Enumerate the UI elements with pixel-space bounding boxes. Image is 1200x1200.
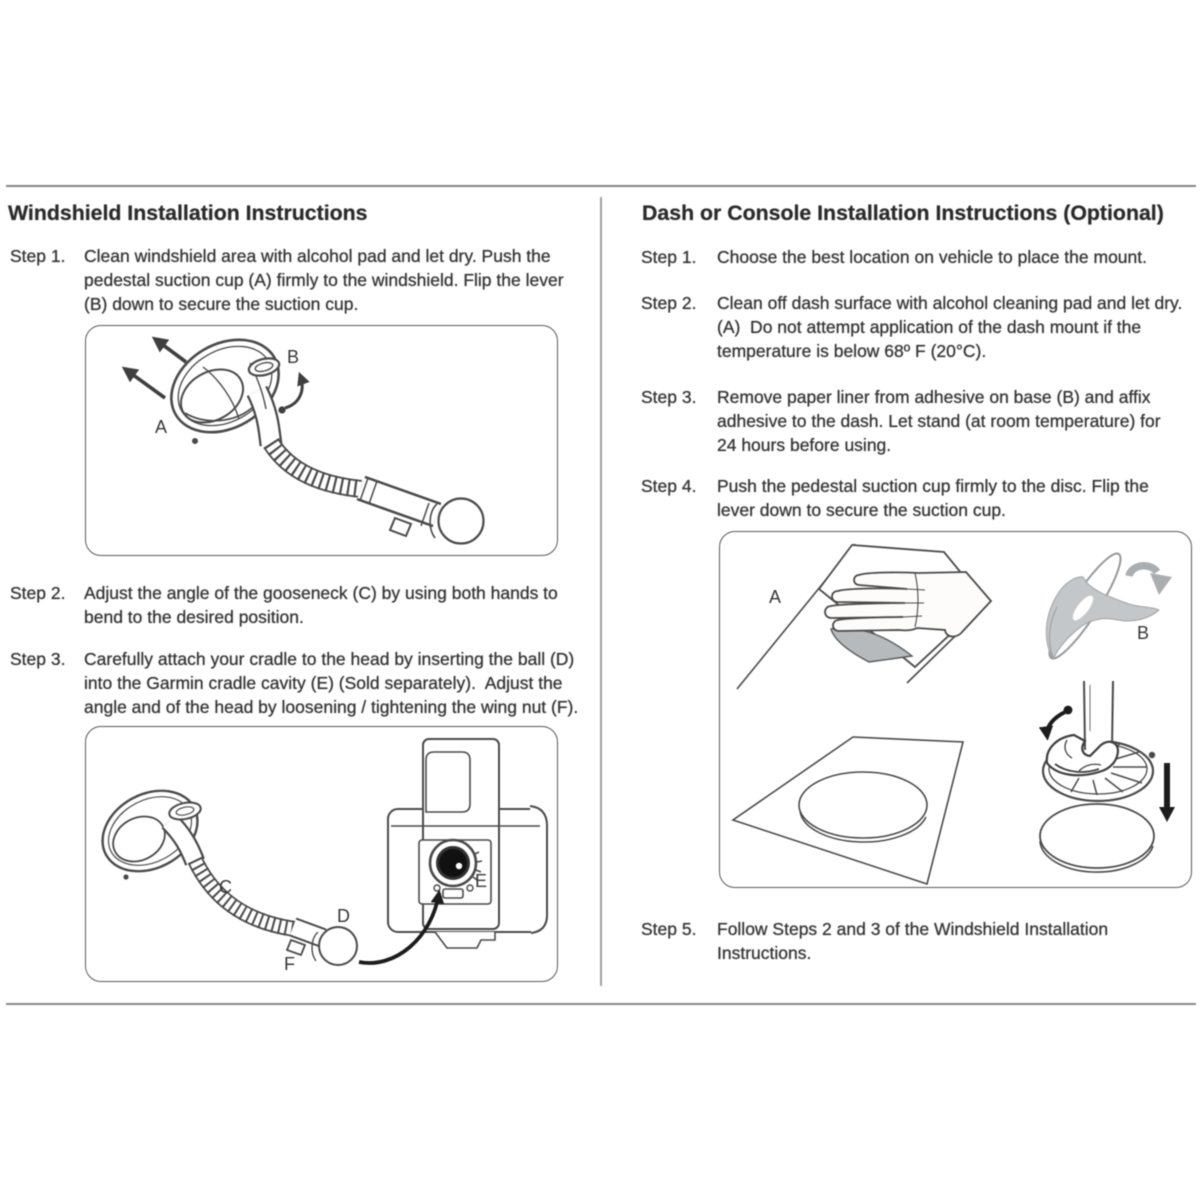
svg-text:E: E (475, 871, 487, 891)
svg-text:F: F (284, 954, 295, 974)
svg-text:A: A (155, 417, 167, 437)
svg-text:B: B (1137, 623, 1149, 643)
svg-text:C: C (219, 877, 232, 897)
svg-text:B: B (287, 347, 299, 367)
svg-text:A: A (769, 587, 781, 607)
svg-text:D: D (337, 906, 350, 926)
